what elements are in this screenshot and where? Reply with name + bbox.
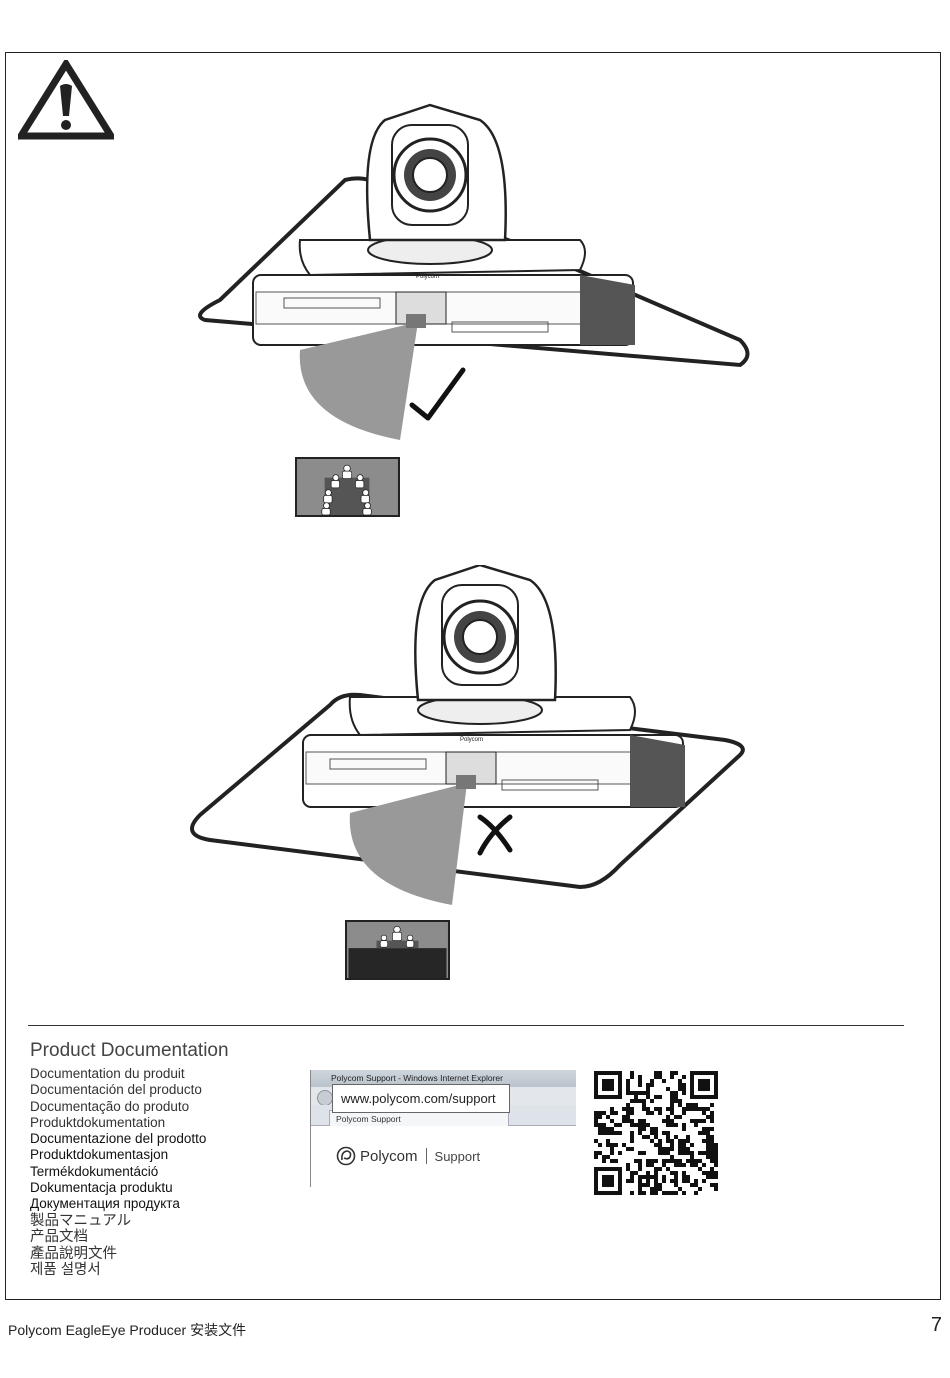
polycom-logo-icon bbox=[336, 1146, 356, 1166]
list-item: Документация продукта bbox=[30, 1196, 180, 1212]
checkmark-icon bbox=[409, 367, 466, 421]
preview-bad-thumbnail bbox=[345, 920, 450, 980]
url-field: www.polycom.com/support bbox=[332, 1084, 510, 1113]
brand-name: Polycom bbox=[360, 1147, 418, 1165]
device-logo: Polycom bbox=[460, 737, 483, 743]
list-item: 製品マニュアル bbox=[30, 1212, 132, 1229]
device-logo: Polycom bbox=[416, 274, 439, 280]
list-item: Termékdokumentáció bbox=[30, 1163, 159, 1179]
footer-product-title: Polycom EagleEye Producer 安装文件 bbox=[8, 1322, 247, 1338]
list-item: Documentazione del prodotto bbox=[30, 1131, 207, 1147]
list-item: 제품 설명서 bbox=[30, 1262, 101, 1279]
list-item: Produktdokumentasjon bbox=[30, 1147, 169, 1163]
qr-code-icon bbox=[594, 1071, 718, 1195]
camera-incorrect-placement-illustration: Polycom bbox=[190, 565, 745, 905]
cross-icon bbox=[477, 814, 513, 856]
polycom-support-brand: Polycom Support bbox=[336, 1146, 480, 1166]
list-item: Documentação do produto bbox=[30, 1098, 190, 1114]
list-item: Produktdokumentation bbox=[30, 1114, 166, 1130]
preview-good-thumbnail bbox=[295, 457, 400, 517]
back-button-icon bbox=[317, 1090, 333, 1106]
section-divider bbox=[28, 1025, 904, 1026]
page-frame bbox=[5, 52, 941, 1300]
list-item: 產品說明文件 bbox=[30, 1245, 117, 1262]
browser-title-bar: Polycom Support - Windows Internet Explo… bbox=[311, 1070, 576, 1087]
documentation-title: Product Documentation bbox=[30, 1040, 229, 1061]
documentation-language-list: Documentation du produit Documentación d… bbox=[30, 1066, 206, 1279]
list-item: 产品文档 bbox=[30, 1229, 88, 1246]
brand-separator bbox=[425, 1148, 427, 1164]
list-item: Documentation du produit bbox=[30, 1066, 185, 1081]
page-number: 7 bbox=[930, 1314, 942, 1336]
list-item: Dokumentacja produktu bbox=[30, 1180, 173, 1196]
warning-triangle-icon bbox=[18, 60, 114, 140]
camera-correct-placement-illustration: Polycom bbox=[198, 103, 750, 440]
list-item: Documentación del producto bbox=[30, 1082, 202, 1098]
brand-section: Support bbox=[434, 1148, 481, 1164]
